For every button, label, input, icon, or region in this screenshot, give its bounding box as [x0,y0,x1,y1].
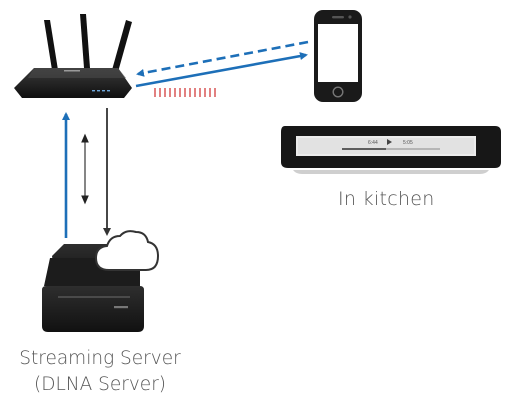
server-label-line2: (DLNA Server) [33,374,167,395]
smartphone-icon [314,10,362,102]
media-player-icon: 6:44 5:05 [281,126,501,174]
cloud-icon [94,230,160,271]
play-icon [387,139,392,145]
phone-to-router-link [136,40,309,77]
elapsed-time: 6:44 [368,140,378,146]
kitchen-label: In kitchen [338,188,435,210]
server-label: Streaming Server (DLNA Server) [6,346,194,398]
router-to-phone-link [135,52,308,88]
bidirectional-arrow-icon [81,133,89,205]
server-label-line1: Streaming Server [19,348,181,369]
total-time: 5:05 [403,140,413,146]
router-icon [14,14,132,98]
signal-indicator [154,88,216,97]
